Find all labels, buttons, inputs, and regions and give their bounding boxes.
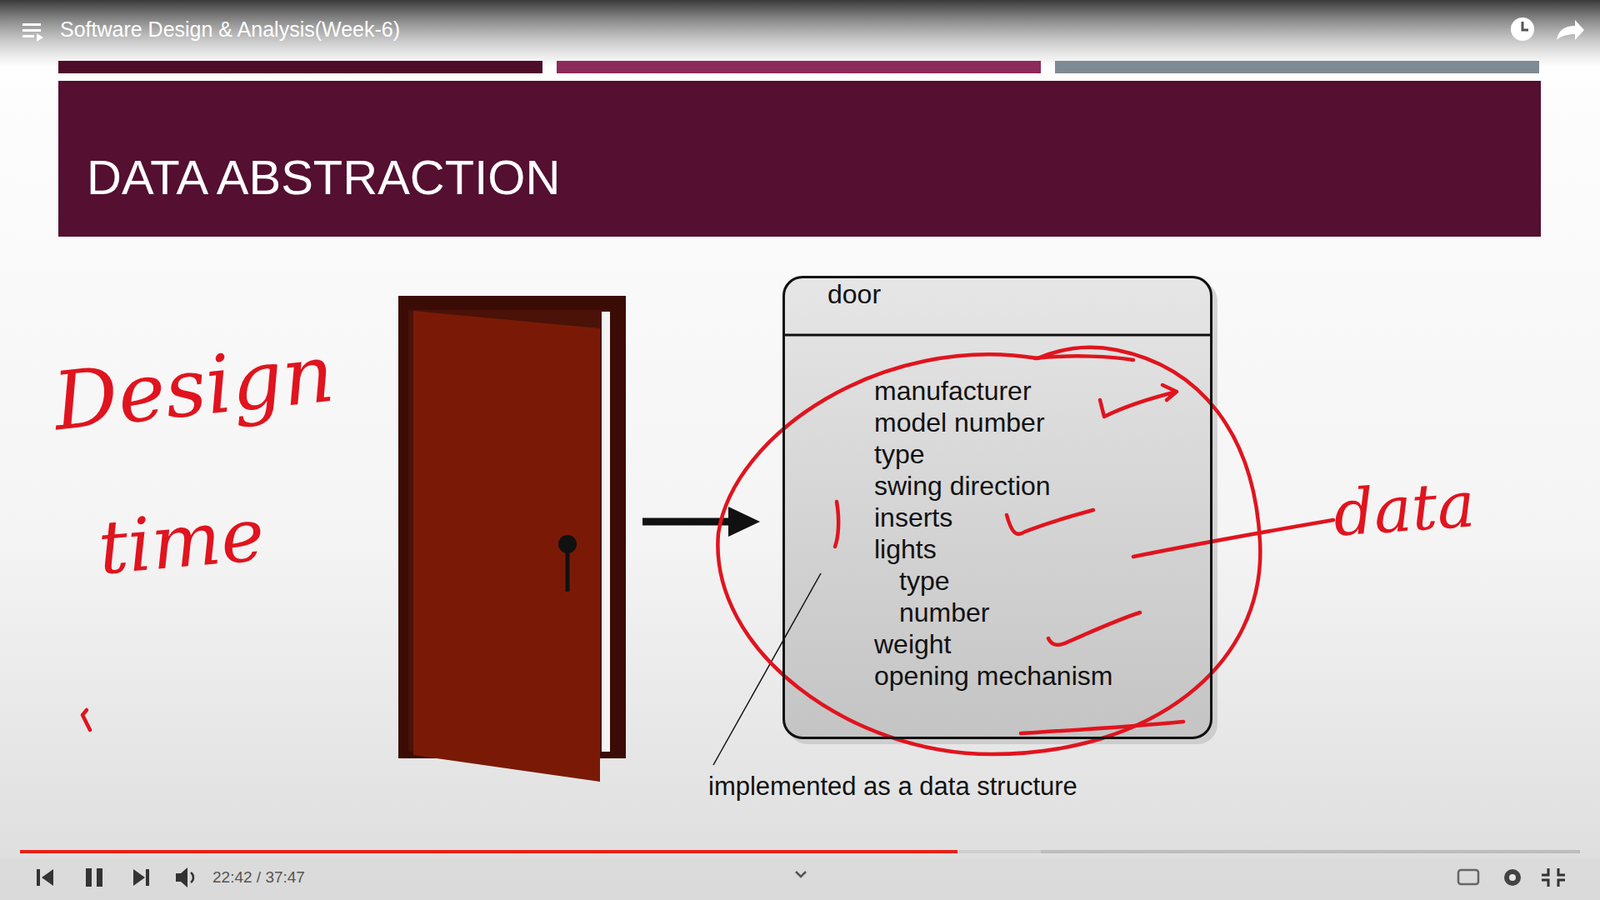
attribute-name: weight (874, 628, 952, 660)
attribute-name: number (899, 596, 990, 629)
video-title: Software Design & Analysis(Week-6) (60, 16, 400, 42)
handwritten-note: time (95, 493, 268, 591)
arrow-illustration (642, 506, 760, 537)
caption-note: implemented as a data structure (708, 771, 1078, 802)
box-heading: door (827, 279, 881, 336)
box-fill (782, 275, 1213, 740)
accent-bar (58, 60, 543, 74)
attribute-name: manufacturer (874, 375, 1032, 407)
title-band (58, 80, 1541, 237)
handwritten-note: data (1330, 466, 1478, 552)
attribute-name: lights (874, 533, 937, 565)
slide-title: DATA ABSTRACTION (86, 148, 560, 207)
class-box: doormanufacturermodel numbertypeswing di… (782, 275, 1213, 740)
attribute-name: inserts (874, 501, 953, 534)
box-divider (782, 334, 1213, 337)
attribute-name: model number (874, 406, 1045, 439)
top-shade (0, 0, 1600, 67)
attribute-name: swing direction (874, 470, 1051, 502)
attribute-name: opening mechanism (874, 660, 1113, 692)
time-display: 22:42 / 37:47 (212, 865, 305, 890)
accent-bar (1055, 60, 1540, 74)
player-controls (0, 17, 1600, 900)
handwritten-note: Design (49, 327, 339, 449)
door-illustration (398, 295, 626, 782)
accent-bar (556, 60, 1041, 74)
attribute-name: type (899, 565, 950, 597)
attribute-name: type (874, 438, 925, 470)
